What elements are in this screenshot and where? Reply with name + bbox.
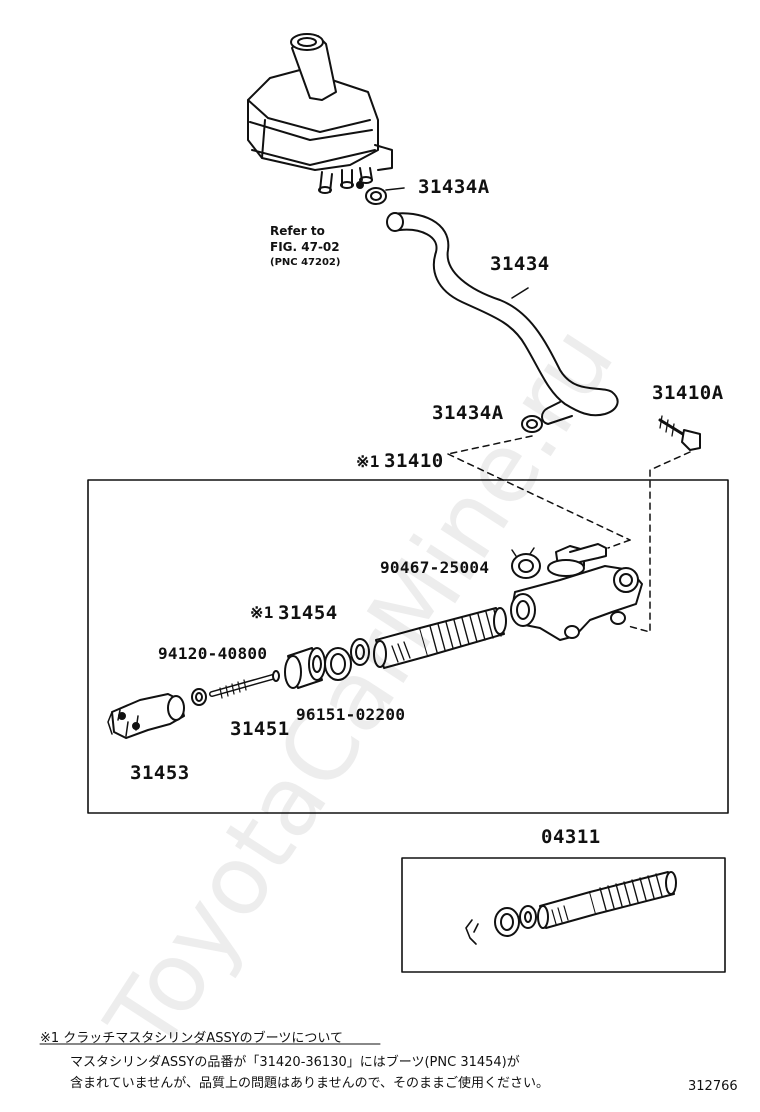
master-cylinder-body [510,543,643,641]
assy-mark: ※1 [356,452,380,471]
reservoir-tank [247,33,393,194]
label-31410: 31410 [384,450,444,472]
nut-94120-40800 [191,688,207,706]
label-31454: 31454 [278,602,338,624]
label-96151-02200: 96151-02200 [296,705,406,724]
note-line1: マスタシリンダASSYの品番が「31420-36130」にはブーツ(PNC 31… [70,1055,520,1070]
label-31434: 31434 [490,253,550,275]
kit-04311-parts [465,871,677,945]
bolt-31410a [658,415,701,451]
piston-assembly [373,607,507,669]
label-31451: 31451 [230,718,290,740]
label-31434a-mid: 31434A [432,402,504,424]
assy-31410-frame [87,479,729,814]
label-31410a: 31410A [652,382,724,404]
label-90467-25004: 90467-25004 [380,558,490,577]
clevis-31453 [107,693,185,739]
figure-number: 312766 [688,1079,738,1094]
label-31434a-top: 31434A [418,176,490,198]
clip-90467-25004 [511,547,541,579]
note-heading: ※1 クラッチマスタシリンダASSYのブーツについて [40,1031,343,1046]
watermark-wrapper: ToyotaCarMine.ru [85,307,636,1071]
label-04311: 04311 [541,826,601,848]
sub-mark: ※1 [250,603,274,622]
label-31453: 31453 [130,762,190,784]
leader-lines [447,435,691,633]
label-94120-40800: 94120-40800 [158,644,268,663]
snap-ring-96151 [324,638,370,681]
hose-31434 [386,212,619,425]
refer-line3: (PNC 47202) [270,257,341,268]
kit-04311-frame [401,857,726,973]
clip-31434a-top [365,187,405,205]
note-line2: 含まれていませんが、品質上の問題はありませんので、そのままご使用ください。 [70,1076,550,1091]
refer-line2: FIG. 47-02 [270,240,340,254]
push-rod-31451 [209,670,280,699]
clip-31434a-middle [521,415,543,433]
boot-31454 [284,647,326,689]
refer-line1: Refer to [270,224,325,238]
